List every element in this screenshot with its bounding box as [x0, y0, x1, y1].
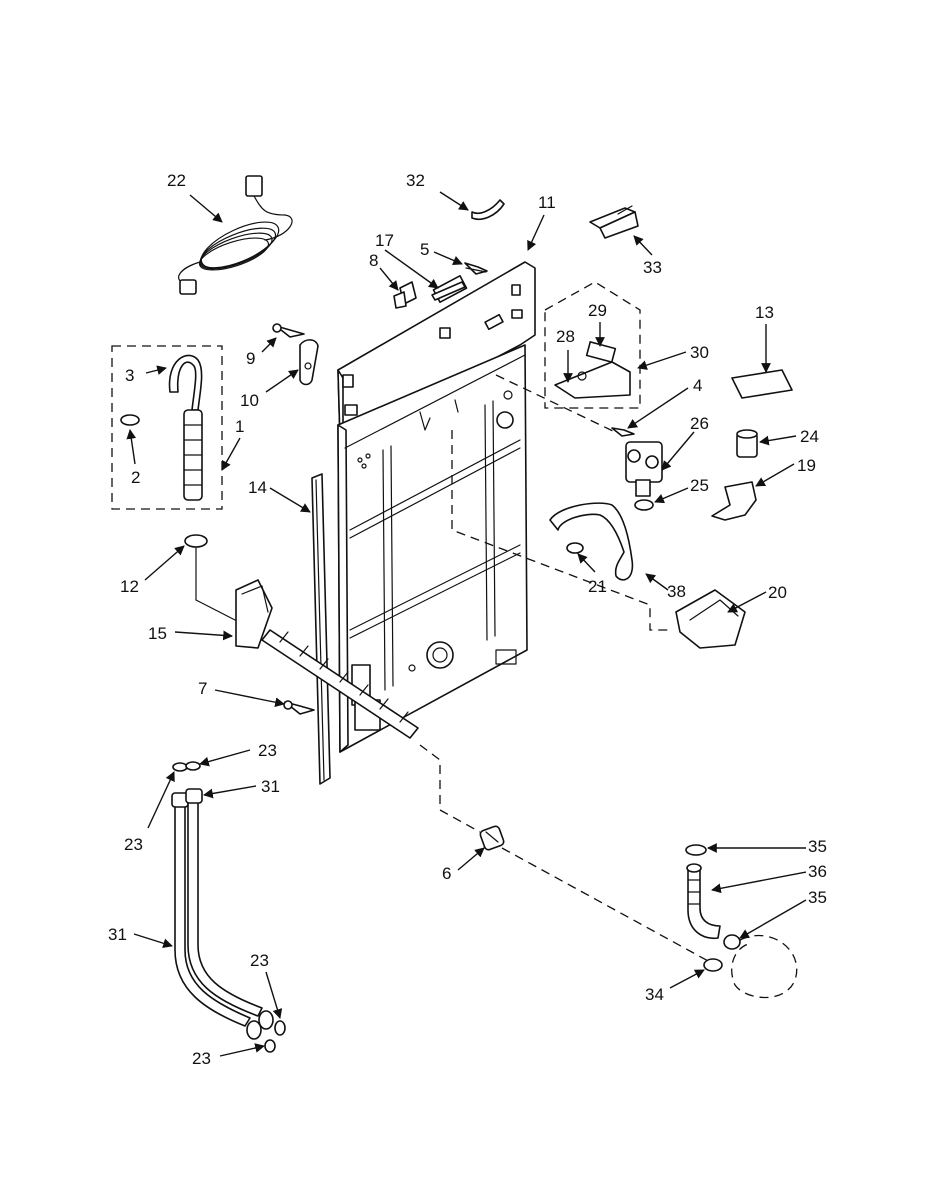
callout-30: 30: [690, 343, 709, 362]
callout-4: 4: [693, 376, 702, 395]
callout-32: 32: [406, 171, 425, 190]
callout-23d: 23: [192, 1049, 211, 1068]
callout-3: 3: [125, 366, 134, 385]
callout-11: 11: [538, 193, 556, 212]
bracket-19: [711, 481, 757, 521]
callout-5: 5: [420, 240, 429, 259]
callout-23a: 23: [258, 741, 277, 760]
hose-kit: [111, 345, 223, 510]
callout-31b: 31: [108, 925, 127, 944]
capacitor-24: [736, 429, 758, 458]
callout-33: 33: [643, 258, 662, 277]
inlet-hoses: [171, 761, 286, 1053]
callout-35b: 35: [808, 888, 827, 907]
callout-2: 2: [131, 468, 140, 487]
callout-22: 22: [167, 171, 186, 190]
callout-38: 38: [667, 582, 686, 601]
callout-6: 6: [442, 864, 451, 883]
clip-32: [471, 199, 505, 220]
callout-23b: 23: [124, 835, 143, 854]
latch-10: [299, 339, 319, 386]
clip-8: [393, 281, 417, 309]
screw-9: [272, 323, 305, 338]
connector-lines: [419, 374, 711, 963]
callout-29: 29: [588, 301, 607, 320]
callout-9: 9: [246, 349, 255, 368]
callout-1: 1: [235, 417, 244, 436]
callout-19: 19: [797, 456, 816, 475]
strip-17: [431, 281, 466, 301]
callout-21: 21: [588, 577, 607, 596]
callout-20: 20: [768, 583, 787, 602]
callout-28: 28: [556, 327, 575, 346]
clamp-6: [479, 825, 505, 851]
inlet-valve: [611, 427, 663, 511]
side-strip-14: [311, 473, 331, 785]
callout-24: 24: [800, 427, 819, 446]
callout-7: 7: [198, 679, 207, 698]
screw-7: [283, 700, 315, 715]
leader-lines: [126, 191, 807, 1057]
callout-17: 17: [375, 231, 394, 250]
power-cord: [178, 175, 293, 295]
corrugated-tube: [261, 629, 419, 739]
callout-15: 15: [148, 624, 167, 643]
callouts: 22 32 11 17 5 8 33 9 10 3 2 1 29 28 30 1…: [108, 171, 827, 1068]
callout-12: 12: [120, 577, 139, 596]
callout-25: 25: [690, 476, 709, 495]
callout-8: 8: [369, 251, 378, 270]
label-13: [731, 369, 793, 399]
callout-14: 14: [248, 478, 267, 497]
timer-kit: [544, 281, 641, 409]
screw-5: [464, 262, 488, 275]
drain-hose-internal: [549, 502, 634, 581]
callout-35a: 35: [808, 837, 827, 856]
pump-20: [675, 589, 746, 649]
callout-31a: 31: [261, 777, 280, 796]
clamp-12: [184, 534, 236, 621]
callout-26: 26: [690, 414, 709, 433]
bracket-15: [235, 579, 273, 649]
callout-36: 36: [808, 862, 827, 881]
callout-34: 34: [645, 985, 664, 1004]
bracket-33: [589, 205, 639, 239]
callout-23c: 23: [250, 951, 269, 970]
callout-10: 10: [240, 391, 259, 410]
rear-panel: [337, 261, 536, 753]
drain-hose-external: [685, 844, 798, 999]
callout-13: 13: [755, 303, 774, 322]
